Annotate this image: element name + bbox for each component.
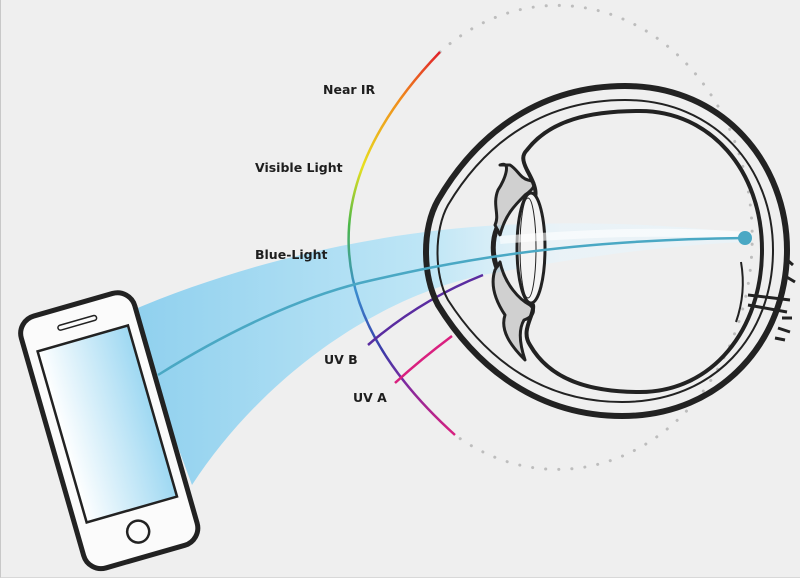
blue-light-focus-band [499,228,746,244]
uv-a-ray [394,335,453,384]
blue-light-ray [157,236,746,377]
label-blue-light: Blue-Light [255,247,328,262]
spectrum-arc [347,51,456,436]
label-uv-a: UV A [353,390,387,405]
label-near-ir: Near IR [323,82,376,97]
retina-focal-point [738,231,752,245]
eye-cross-section-icon [423,83,796,419]
label-visible-light: Visible Light [255,160,343,175]
uv-b-ray [367,273,484,346]
label-uv-b: UV B [324,352,358,367]
spectrum-dotted-arc [438,3,754,471]
smartphone-icon [18,290,201,572]
blue-light-beam [128,223,745,486]
